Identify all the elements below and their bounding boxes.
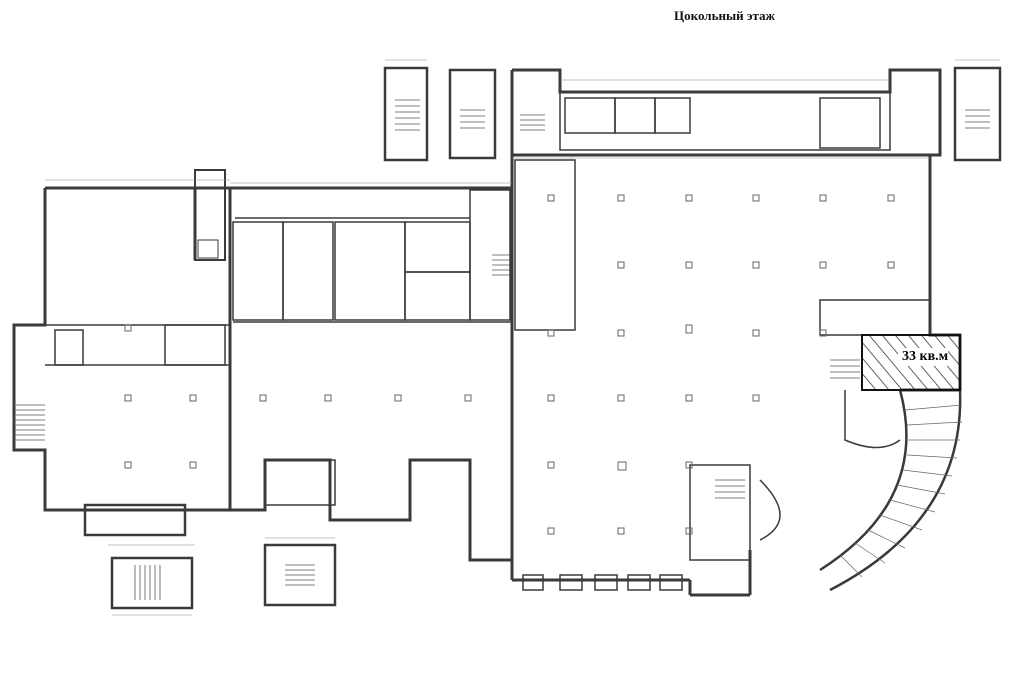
top-stairwells (383, 66, 1002, 162)
right-inner-rooms (514, 97, 931, 561)
highlight-area-label: 33 кв.м (902, 349, 949, 364)
floor-title: Цокольный этаж (0, 8, 1023, 24)
right-block-walls (510, 68, 962, 597)
curved-rotunda (819, 389, 962, 592)
dimension-lines (45, 59, 1000, 616)
bottom-small-rooms (522, 574, 683, 591)
column-grid (124, 194, 895, 535)
top-stair-treads (395, 99, 990, 131)
bottom-stair-treads (134, 564, 315, 600)
left-wing-walls (12, 186, 232, 512)
bottom-stairwells (83, 503, 337, 610)
floor-title-text: Цокольный этаж (674, 8, 775, 23)
rotunda-arc-wall (759, 390, 901, 541)
left-top-stair (194, 169, 226, 261)
central-stairs (492, 254, 510, 276)
right-block-treads (520, 114, 860, 499)
left-stairs (14, 404, 45, 441)
rotunda-steps (839, 404, 963, 578)
central-block-walls (230, 186, 514, 562)
highlighted-room-label-bg (898, 348, 948, 366)
